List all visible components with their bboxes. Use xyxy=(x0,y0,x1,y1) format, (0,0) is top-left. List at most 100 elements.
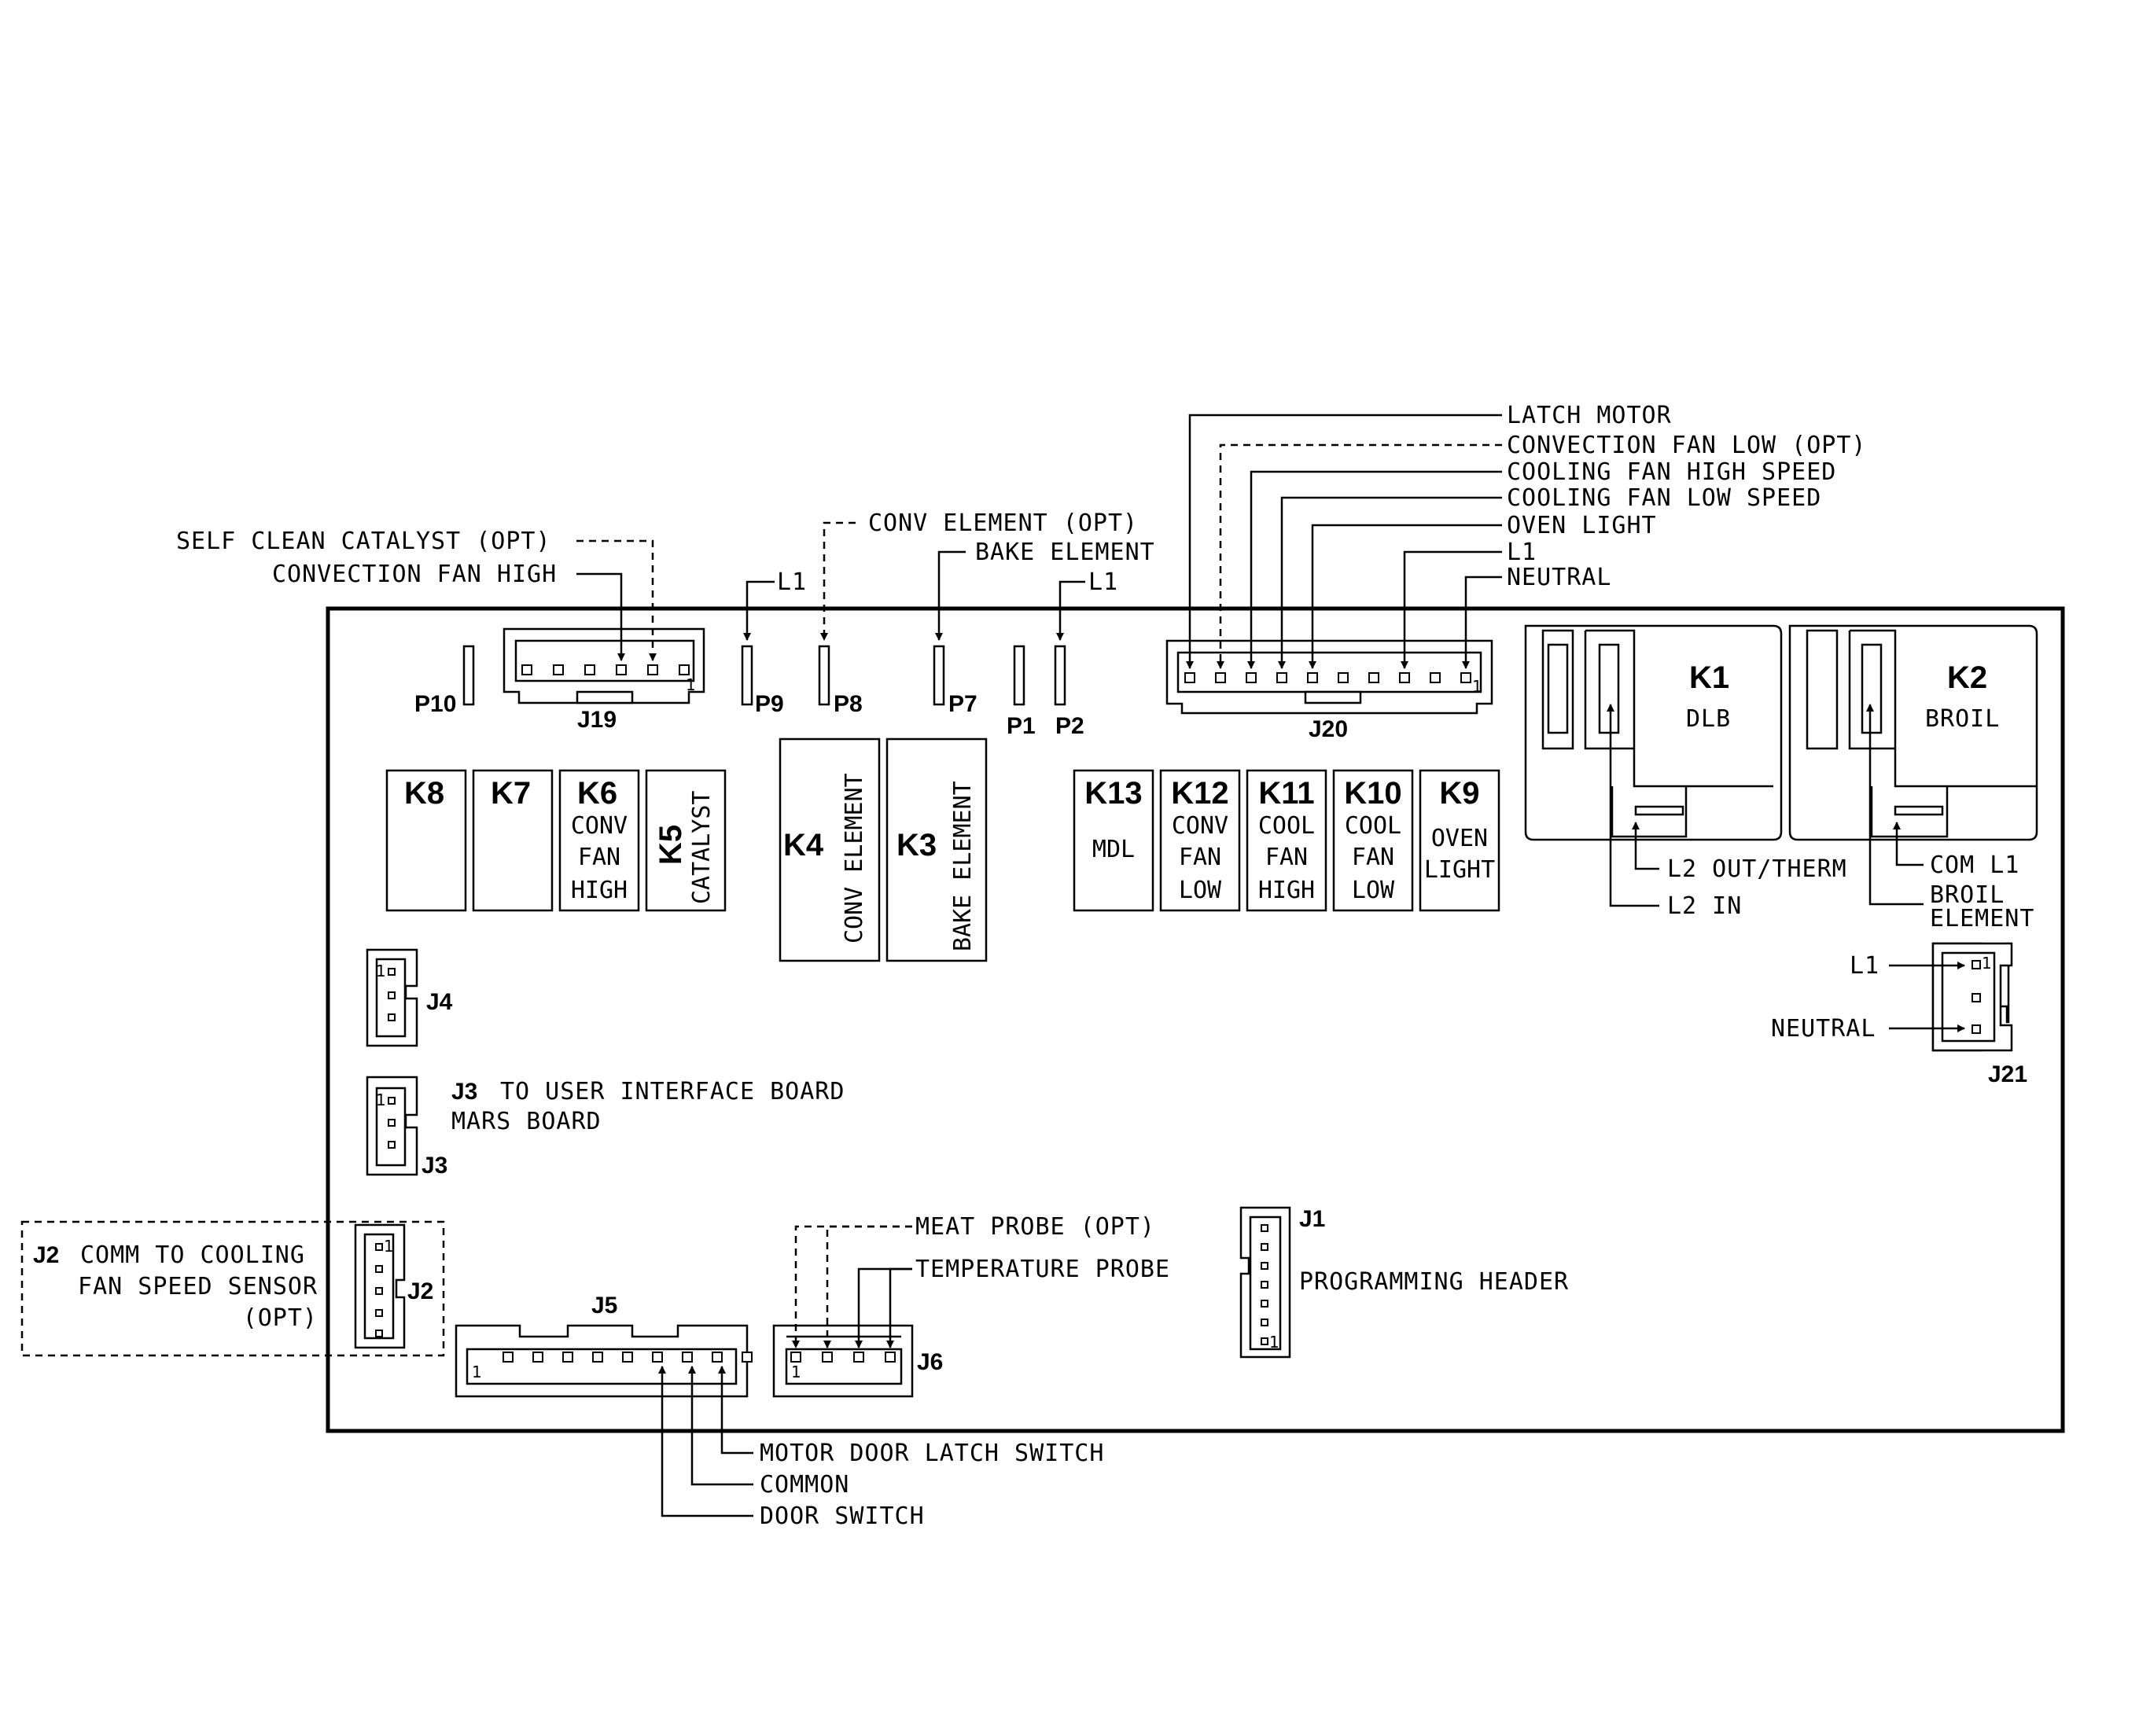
j6-label: J6 xyxy=(917,1349,943,1375)
j21-label: J21 xyxy=(1988,1061,2027,1087)
relay-k5: K5 CATALYST xyxy=(645,769,727,912)
p10-label: P10 xyxy=(414,691,456,717)
relay-k7: K7 xyxy=(472,769,554,912)
callout-door-switch: DOOR SWITCH xyxy=(760,1502,925,1530)
relay-k2: K2 BROIL xyxy=(1788,624,2038,841)
callout-cooling-fan-low: COOLING FAN LOW SPEED xyxy=(1507,484,1821,512)
j19-pin1: 1 xyxy=(686,675,696,694)
relay-k4: K4 CONV ELEMENT xyxy=(779,737,881,962)
j4-connector: 1 J4 xyxy=(366,948,453,1047)
p2-header: P2 xyxy=(1054,645,1084,739)
j3-label-top: J3 xyxy=(451,1079,477,1105)
relay-k3: K3 BAKE ELEMENT xyxy=(885,737,988,962)
k9-line1: OVEN xyxy=(1431,825,1488,852)
k11-id: K11 xyxy=(1258,776,1314,811)
callout-l2-in: L2 IN xyxy=(1667,892,1742,920)
j3-label-bottom: J3 xyxy=(422,1153,447,1179)
k3-id: K3 xyxy=(896,828,937,862)
j1-pin1: 1 xyxy=(1269,1333,1279,1352)
k6-line1: CONV xyxy=(571,812,628,840)
k12-line1: CONV xyxy=(1172,812,1228,840)
callout-conv-element: CONV ELEMENT (OPT) xyxy=(868,509,1138,537)
j2-label-left: J2 xyxy=(33,1242,59,1268)
p8-label: P8 xyxy=(834,691,863,717)
callout-latch-motor: LATCH MOTOR xyxy=(1507,402,1672,429)
k10-line1: COOL xyxy=(1345,812,1401,840)
j20-pin1: 1 xyxy=(1472,677,1482,696)
j4-label: J4 xyxy=(426,989,453,1015)
k10-id: K10 xyxy=(1344,776,1401,811)
relay-k8: K8 xyxy=(385,769,467,912)
callout-oven-light: OVEN LIGHT xyxy=(1507,512,1657,539)
callout-neutral-j21: NEUTRAL xyxy=(1771,1015,1876,1043)
k12-id: K12 xyxy=(1171,776,1228,811)
j2-desc-line2: FAN SPEED SENSOR xyxy=(78,1273,318,1300)
j3-desc-line2: MARS BOARD xyxy=(451,1108,602,1135)
j21-pin1: 1 xyxy=(1982,954,1992,973)
p9-label: P9 xyxy=(755,691,784,717)
j1-label: J1 xyxy=(1299,1206,1325,1232)
callout-motor-door-latch: MOTOR DOOR LATCH SWITCH xyxy=(760,1440,1104,1467)
relay-k11: K11 COOL FAN HIGH xyxy=(1246,769,1327,912)
callout-convection-fan-high: CONVECTION FAN HIGH xyxy=(272,561,557,588)
k11-line3: HIGH xyxy=(1258,877,1315,904)
callout-com-l1: COM L1 xyxy=(1930,851,2019,879)
j5-pin1: 1 xyxy=(472,1363,482,1381)
p7-label: P7 xyxy=(948,691,977,717)
k3-line1: BAKE ELEMENT xyxy=(949,781,977,951)
k6-line3: HIGH xyxy=(571,877,628,904)
k12-line3: LOW xyxy=(1179,877,1222,904)
p1-label: P1 xyxy=(1007,713,1036,739)
k9-id: K9 xyxy=(1439,776,1479,811)
k12-line2: FAN xyxy=(1179,844,1221,871)
j3-pin1: 1 xyxy=(376,1091,386,1109)
k4-line1: CONV ELEMENT xyxy=(841,773,868,943)
j20-label: J20 xyxy=(1309,716,1348,742)
relay-k6: K6 CONV FAN HIGH xyxy=(558,769,640,912)
callout-l1-j21: L1 xyxy=(1850,952,1879,980)
k8-id: K8 xyxy=(404,776,444,811)
relay-k10: K10 COOL FAN LOW xyxy=(1332,769,1414,912)
relay-k13: K13 MDL xyxy=(1073,769,1154,912)
j19-label: J19 xyxy=(577,707,617,733)
callout-self-clean-catalyst: SELF CLEAN CATALYST (OPT) xyxy=(176,528,551,555)
j5-label: J5 xyxy=(591,1293,617,1319)
p1-header: P1 xyxy=(1007,645,1036,739)
k2-id: K2 xyxy=(1947,660,1987,695)
j2-desc-line3: (OPT) xyxy=(243,1304,318,1332)
k13-id: K13 xyxy=(1084,776,1142,811)
j3-desc-line1: TO USER INTERFACE BOARD xyxy=(500,1078,845,1105)
relay-k9: K9 OVEN LIGHT xyxy=(1419,769,1500,912)
j1-connector: 1 J1 PROGRAMMING HEADER xyxy=(1239,1206,1569,1359)
j19-connector: 1 J19 xyxy=(503,627,705,733)
j6-connector: 1 J6 xyxy=(772,1324,943,1398)
p8-header: P8 xyxy=(818,645,863,717)
j2-pin1: 1 xyxy=(384,1237,394,1256)
callout-bake-element: BAKE ELEMENT xyxy=(975,539,1155,566)
callout-cooling-fan-high: COOLING FAN HIGH SPEED xyxy=(1507,458,1836,486)
k5-line1: CATALYST xyxy=(688,791,716,905)
k1-sub: DLB xyxy=(1686,705,1731,733)
callout-meat-probe: MEAT PROBE (OPT) xyxy=(915,1213,1155,1241)
j2-connector: 1 J2 J2 COMM TO COOLING FAN SPEED SENSOR… xyxy=(20,1220,445,1357)
relay-k1: K1 DLB xyxy=(1524,624,1783,841)
j4-pin1: 1 xyxy=(376,962,386,980)
callout-l2-out-therm: L2 OUT/THERM xyxy=(1667,855,1847,883)
callout-broil-element-2: ELEMENT xyxy=(1930,905,2034,932)
board-outline xyxy=(326,606,2065,1433)
k10-line3: LOW xyxy=(1352,877,1395,904)
j6-pin1: 1 xyxy=(791,1363,801,1381)
p7-header: P7 xyxy=(933,645,977,717)
j5-connector: 1 J5 xyxy=(455,1293,753,1398)
callout-neutral-j20: NEUTRAL xyxy=(1507,564,1611,591)
k13-line1: MDL xyxy=(1092,836,1135,863)
callout-convection-fan-low: CONVECTION FAN LOW (OPT) xyxy=(1507,432,1866,459)
relay-k12: K12 CONV FAN LOW xyxy=(1159,769,1241,912)
callout-temperature-probe: TEMPERATURE PROBE xyxy=(915,1256,1170,1283)
callout-broil-element-1: BROIL xyxy=(1930,881,2005,909)
callout-l1-p9: L1 xyxy=(777,568,807,596)
k4-id: K4 xyxy=(783,828,824,862)
k7-id: K7 xyxy=(491,776,531,811)
j1-desc: PROGRAMMING HEADER xyxy=(1299,1268,1569,1296)
